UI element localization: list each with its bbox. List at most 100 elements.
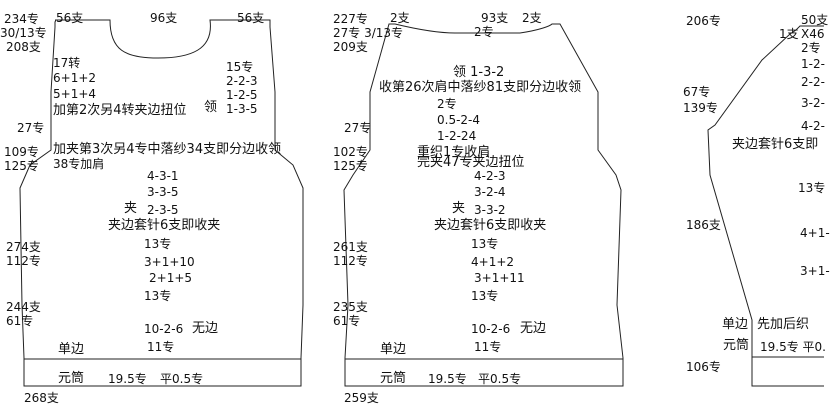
back-shoulder-count: 209支 (333, 40, 368, 54)
front-turn-17: 17转 (53, 56, 81, 70)
sleeve-rule-1: 1-2- (801, 57, 825, 71)
front-collar-label: 领 (204, 100, 218, 115)
front-side-112: 112专 (6, 254, 41, 268)
back-collar-rule: 领 1-3-2 (453, 65, 505, 80)
sleeve-top-50: 50支 (801, 13, 829, 27)
front-top-stitch-ratio: 30/13专 (0, 26, 47, 40)
back-top-2b: 2支 (522, 11, 542, 25)
back-body-13b: 13专 (471, 289, 499, 303)
front-hem-rule: 10-2-6 (144, 322, 184, 336)
front-rows-109: 109专 (4, 145, 39, 159)
front-single-edge: 单边 (58, 342, 85, 357)
front-arm-rule-1: 4-3-1 (147, 169, 179, 183)
back-body-outline (343, 23, 624, 387)
front-rows-27: 27专 (17, 121, 45, 135)
sleeve-side-67: 67专 (683, 85, 711, 99)
back-tube: 元筒 (380, 371, 407, 386)
front-left-shoulder-width: 56支 (56, 11, 84, 25)
back-top-2: 2支 (390, 11, 410, 25)
sleeve-top-206: 206专 (686, 14, 721, 28)
front-hem-no-edge: 无边 (192, 321, 219, 336)
front-top-stitch-count: 234专 (4, 12, 39, 26)
back-body-rule-1: 4+1+2 (471, 255, 515, 269)
front-flat-rows: 平0.5专 (160, 372, 204, 386)
sleeve-side-139: 139专 (683, 101, 718, 115)
back-tube-rows: 19.5专 (428, 372, 467, 386)
back-finish-note: 完夹47专夹边扭位 (417, 155, 525, 170)
front-tube-rows: 19.5专 (108, 372, 147, 386)
back-top-2c: 2专 (474, 25, 494, 39)
front-body-rule-2: 2+1+5 (149, 271, 193, 285)
front-rule-2: 5+1+4 (53, 87, 97, 101)
back-hem-rule: 10-2-6 (471, 322, 511, 336)
front-rows-125: 125专 (4, 159, 39, 173)
back-side-235: 235支 (333, 300, 368, 314)
sleeve-rule-5: 4+1- (800, 226, 830, 240)
back-body-rule-2: 3+1+11 (474, 271, 525, 285)
front-hem-11: 11专 (147, 340, 175, 354)
front-tube: 元筒 (58, 371, 85, 386)
back-top-stitch-count: 227专 (333, 12, 368, 26)
front-body-rule-1: 3+1+10 (144, 255, 195, 269)
back-hem-11: 11专 (474, 340, 502, 354)
front-twist-note: 加第2次另4转夹边扭位 (53, 103, 187, 118)
back-arm-note: 夹边套针6支即收夹 (434, 218, 547, 233)
front-right-rule-1: 2-2-3 (226, 74, 258, 88)
sleeve-note: 夹边套针6支即 (732, 137, 819, 152)
back-side-61: 61专 (333, 314, 361, 328)
back-arm-rule-1: 4-2-3 (474, 169, 506, 183)
back-collar-rule-2: 1-2-24 (437, 129, 477, 143)
sleeve-add-back: 先加后织 (757, 317, 810, 332)
front-bottom-count: 268支 (24, 391, 59, 405)
back-hem-no-edge: 无边 (520, 321, 547, 336)
back-collar-note: 收第26次肩中落纱81支即分边收领 (379, 80, 582, 95)
back-rows-102: 102专 (333, 145, 368, 159)
sleeve-top-x46: X46 (801, 27, 825, 41)
front-side-274: 274支 (6, 240, 41, 254)
back-collar-2: 2专 (437, 97, 457, 111)
front-body-13b: 13专 (144, 289, 172, 303)
back-single-edge: 单边 (380, 342, 407, 357)
back-rows-27: 27专 (344, 121, 372, 135)
back-top-93: 93支 (481, 11, 509, 25)
sleeve-rule-4: 4-2- (801, 119, 825, 133)
back-bottom-count: 259支 (344, 391, 379, 405)
front-right-rule-3: 1-3-5 (226, 102, 258, 116)
sleeve-rule-3: 3-2- (801, 96, 825, 110)
front-armhole-note: 加夹第3次另4专中落纱34支即分边收领 (53, 142, 282, 157)
back-collar-rule-1: 0.5-2-4 (437, 113, 481, 127)
front-rule-1: 6+1+2 (53, 71, 97, 85)
back-side-261: 261支 (333, 240, 368, 254)
sleeve-side-186: 186支 (686, 218, 721, 232)
front-add-shoulder: 38专加肩 (53, 157, 105, 171)
front-arm-note: 夹边套针6支即收夹 (108, 218, 221, 233)
front-arm-jia: 夹 (124, 201, 138, 216)
back-top-stitch-ratio: 27专 3/13专 (333, 26, 404, 40)
sleeve-rule-6: 3+1- (800, 264, 830, 278)
sleeve-single-edge: 单边 (722, 317, 749, 332)
front-right-rule-2: 1-2-5 (226, 88, 258, 102)
back-rows-125: 125专 (333, 159, 368, 173)
sleeve-outline (707, 25, 824, 387)
front-right-15: 15专 (226, 60, 254, 74)
back-body-13a: 13专 (471, 237, 499, 251)
front-shoulder-count: 208支 (6, 40, 41, 54)
back-arm-jia: 夹 (452, 201, 466, 216)
front-body-13a: 13专 (144, 237, 172, 251)
front-side-244: 244支 (6, 300, 41, 314)
back-arm-rule-2: 3-2-4 (474, 185, 506, 199)
sleeve-bottom-106: 106专 (686, 360, 721, 374)
front-arm-rule-2: 3-3-5 (147, 185, 179, 199)
back-redo-note: 重织1专收肩 (417, 145, 491, 160)
front-neck-width: 96支 (150, 11, 178, 25)
sleeve-rule-2: 2专 (801, 41, 821, 55)
front-body-outline (19, 19, 304, 387)
back-flat-rows: 平0.5专 (478, 372, 522, 386)
sleeve-13a: 13专 (798, 181, 826, 195)
front-side-61: 61专 (6, 314, 34, 328)
sleeve-top-1: 1支 (779, 27, 799, 41)
back-side-112: 112专 (333, 254, 368, 268)
front-arm-rule-3: 2-3-5 (147, 203, 179, 217)
